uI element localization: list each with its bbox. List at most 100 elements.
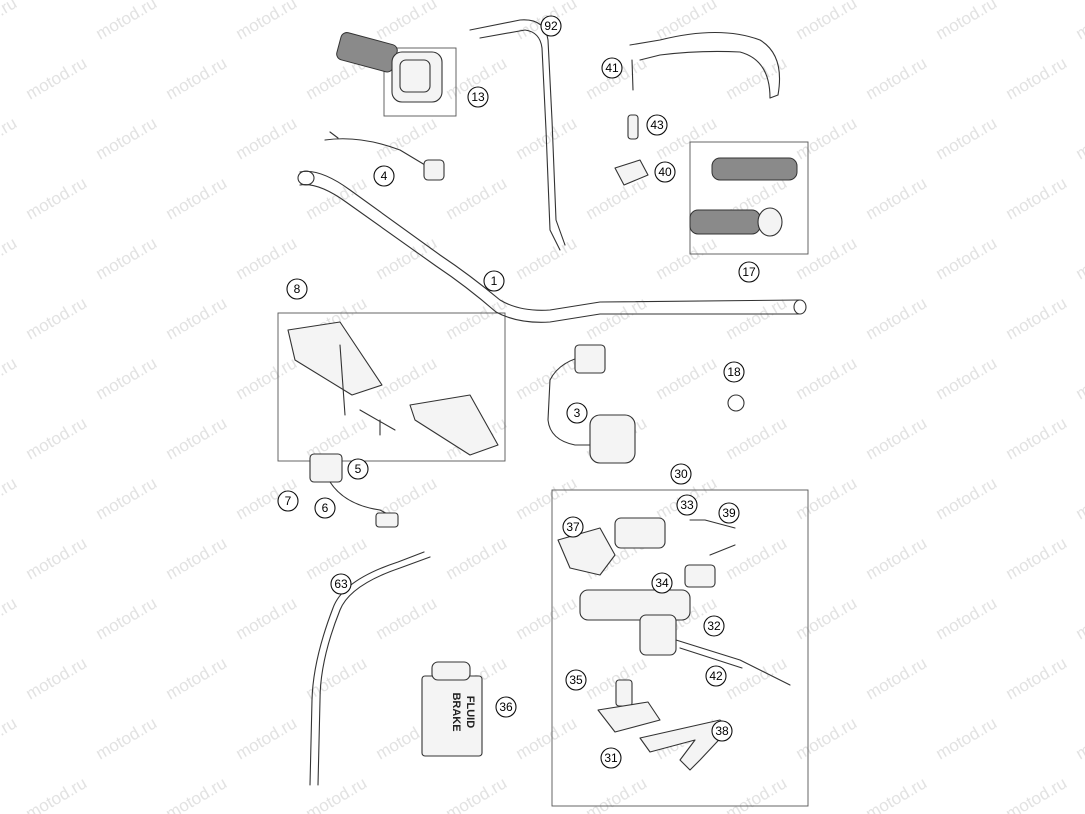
watermark-text: motod.ru (373, 0, 441, 43)
watermark-text: motod.ru (863, 413, 931, 463)
part-number: 35 (569, 673, 583, 687)
watermark-text: motod.ru (163, 173, 231, 223)
watermark-text: motod.ru (163, 53, 231, 103)
part-label: 43 (646, 114, 668, 136)
part-label: 92 (540, 15, 562, 37)
part-label: 3 (566, 402, 588, 424)
part-number: 33 (680, 498, 694, 512)
watermark-text: motod.ru (443, 293, 511, 343)
watermark-text: motod.ru (1073, 713, 1085, 763)
watermark-text: motod.ru (0, 233, 20, 283)
watermark-text: motod.ru (23, 53, 91, 103)
part-number: 37 (566, 520, 580, 534)
clamp (614, 159, 649, 186)
cable-clip (727, 394, 745, 412)
watermark-text: motod.ru (863, 293, 931, 343)
watermark-text: motod.ru (1073, 473, 1085, 523)
switch-assembly (547, 344, 636, 464)
part-number: 7 (285, 494, 292, 508)
watermark-text: motod.ru (163, 653, 231, 703)
bottle-label-line2: FLUID (464, 696, 476, 728)
watermark-text: motod.ru (1073, 0, 1085, 43)
watermark-text: motod.ru (863, 533, 931, 583)
part-number: 63 (334, 577, 348, 591)
watermark-text: motod.ru (1003, 533, 1071, 583)
part-number: 40 (658, 165, 672, 179)
watermark-text: motod.ru (513, 593, 581, 643)
part-number: 92 (544, 19, 558, 33)
part-number: 31 (604, 751, 618, 765)
part-number: 43 (650, 118, 664, 132)
handlebar-end-left (297, 170, 315, 186)
part-number: 36 (499, 700, 513, 714)
part-label: 32 (703, 615, 725, 637)
watermark-text: motod.ru (1073, 113, 1085, 163)
watermark-text: motod.ru (443, 533, 511, 583)
watermark-text: motod.ru (933, 0, 1001, 43)
part-number: 18 (727, 365, 741, 379)
part-number: 30 (674, 467, 688, 481)
watermark-text: motod.ru (793, 233, 861, 283)
watermark-text: motod.ru (93, 0, 161, 43)
watermark-text: motod.ru (933, 113, 1001, 163)
throttle-grip (336, 32, 443, 103)
watermark-text: motod.ru (863, 53, 931, 103)
kill-switch (324, 131, 431, 169)
watermark-text: motod.ru (93, 113, 161, 163)
watermark-text: motod.ru (1073, 593, 1085, 643)
part-label: 7 (277, 490, 299, 512)
group-box-17 (689, 141, 809, 255)
watermark-text: motod.ru (1003, 173, 1071, 223)
brake-fluid-bottle (421, 661, 483, 757)
adjuster (627, 114, 639, 140)
watermark-text: motod.ru (583, 173, 651, 223)
watermark-text: motod.ru (933, 233, 1001, 283)
watermark-text: motod.ru (23, 533, 91, 583)
watermark-text: motod.ru (793, 473, 861, 523)
part-number: 1 (491, 274, 498, 288)
group-box-8 (277, 312, 506, 462)
watermark-text: motod.ru (793, 353, 861, 403)
watermark-text: motod.ru (163, 773, 231, 814)
watermark-text: motod.ru (373, 353, 441, 403)
part-label: 31 (600, 747, 622, 769)
part-label: 36 (495, 696, 517, 718)
watermark-text: motod.ru (1003, 53, 1071, 103)
part-label: 34 (651, 572, 673, 594)
handlebar (299, 170, 801, 323)
master-cylinder (557, 517, 791, 771)
watermark-text: motod.ru (1003, 413, 1071, 463)
watermark-text: motod.ru (373, 233, 441, 283)
watermark-text: motod.ru (163, 293, 231, 343)
watermark-text: motod.ru (933, 473, 1001, 523)
watermark-text: motod.ru (863, 653, 931, 703)
watermark-text: motod.ru (793, 0, 861, 43)
watermark-text: motod.ru (373, 113, 441, 163)
part-label: 37 (562, 516, 584, 538)
handlebar-end-right (793, 299, 807, 315)
watermark-text: motod.ru (653, 233, 721, 283)
watermark-text: motod.ru (233, 713, 301, 763)
watermark-text: motod.ru (163, 413, 231, 463)
part-label: 35 (565, 669, 587, 691)
watermark-text: motod.ru (0, 353, 20, 403)
watermark-text: motod.ru (23, 413, 91, 463)
watermark-text: motod.ru (93, 713, 161, 763)
part-number: 34 (655, 576, 669, 590)
part-label: 40 (654, 161, 676, 183)
part-label: 63 (330, 573, 352, 595)
watermark-text: motod.ru (303, 773, 371, 814)
watermark-text: motod.ru (723, 773, 791, 814)
part-label: 5 (347, 458, 369, 480)
bottle-label-line1: BRAKE (450, 692, 462, 731)
watermark-text: motod.ru (723, 533, 791, 583)
watermark-text: motod.ru (0, 0, 20, 43)
watermark-text: motod.ru (793, 593, 861, 643)
watermark-text: motod.ru (583, 293, 651, 343)
part-number: 17 (742, 265, 756, 279)
watermark-text: motod.ru (1073, 233, 1085, 283)
watermark-text: motod.ru (23, 653, 91, 703)
watermark-text: motod.ru (443, 773, 511, 814)
